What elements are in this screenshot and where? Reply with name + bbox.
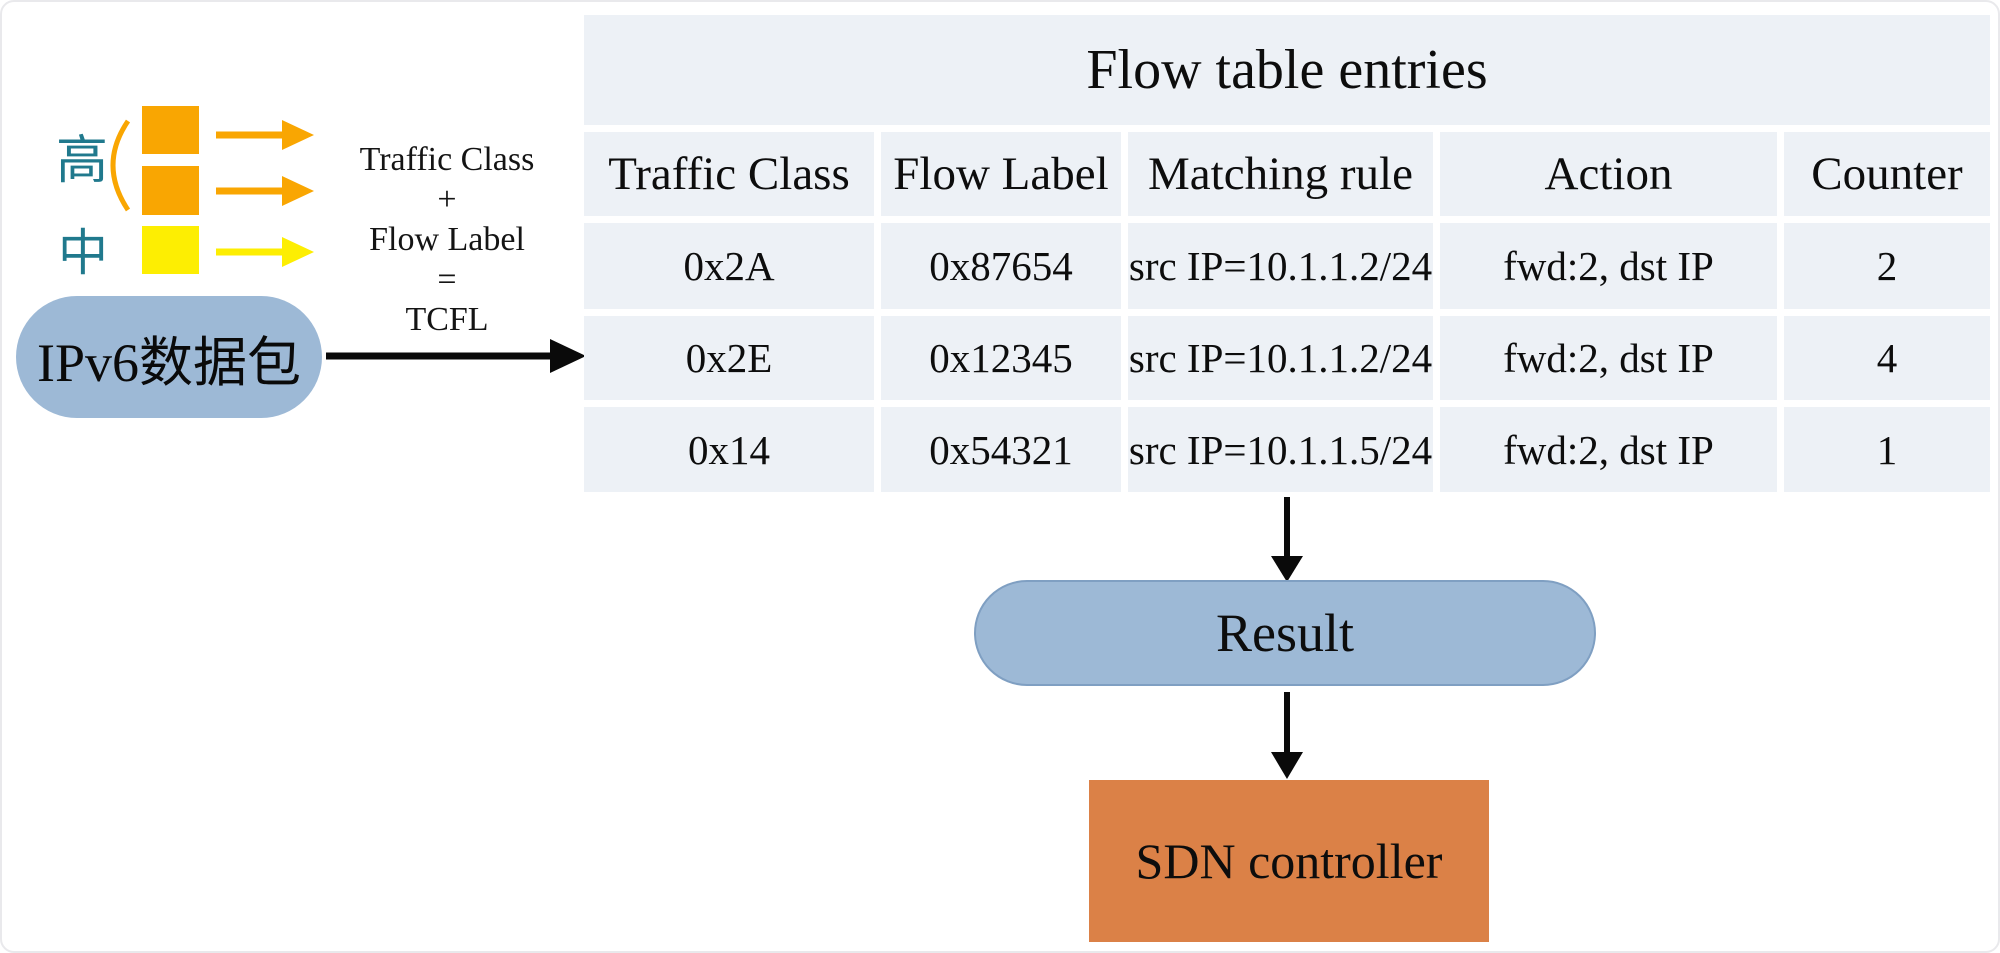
- cell-traffic-class: 0x2A: [584, 223, 874, 309]
- packet-square-orange-1: [142, 106, 199, 154]
- cell-matching-rule: src IP=10.1.1.2/24: [1128, 316, 1433, 400]
- result-node: Result: [974, 580, 1596, 686]
- medium-flow-arrow-icon: [216, 237, 314, 267]
- formula-line-equals: =: [437, 261, 457, 299]
- cell-matching-rule: src IP=10.1.1.5/24: [1128, 407, 1433, 492]
- ipv6-packet-node: IPv6数据包: [16, 296, 322, 418]
- sdn-controller-node: SDN controller: [1089, 780, 1489, 942]
- cell-traffic-class: 0x2E: [584, 316, 874, 400]
- formula-line-tcfl: TCFL: [405, 301, 489, 339]
- cell-traffic-class: 0x14: [584, 407, 874, 492]
- high-flow-arrow-2-icon: [216, 176, 314, 206]
- medium-priority-label: 中: [58, 225, 108, 281]
- column-header-traffic-class: Traffic Class: [584, 132, 874, 216]
- high-priority-label: 高: [56, 133, 109, 190]
- high-flow-arrow-1-icon: [216, 120, 314, 150]
- formula-line-plus: +: [437, 181, 457, 219]
- cell-matching-rule: src IP=10.1.1.2/24: [1128, 223, 1433, 309]
- column-header-counter: Counter: [1784, 132, 1990, 216]
- packet-square-orange-2: [142, 166, 199, 215]
- cell-counter: 1: [1784, 407, 1990, 492]
- cell-flow-label: 0x87654: [881, 223, 1121, 309]
- packet-to-table-arrow: [326, 339, 586, 373]
- table-to-result-arrow: [1271, 497, 1303, 582]
- tcfl-formula: Traffic Class + Flow Label = TCFL: [332, 140, 562, 341]
- cell-counter: 2: [1784, 223, 1990, 309]
- high-priority-bracket: [110, 119, 131, 212]
- cell-flow-label: 0x12345: [881, 316, 1121, 400]
- packet-square-yellow: [142, 226, 199, 274]
- formula-line-traffic-class: Traffic Class: [359, 141, 535, 178]
- flow-table: Flow table entries Traffic Class Flow La…: [584, 15, 1990, 492]
- result-label: Result: [1215, 603, 1354, 663]
- cell-action: fwd:2, dst IP: [1440, 316, 1777, 400]
- result-to-controller-arrow: [1271, 692, 1303, 779]
- cell-counter: 4: [1784, 316, 1990, 400]
- ipv6-packet-label: IPv6数据包: [36, 332, 301, 393]
- column-header-matching-rule: Matching rule: [1128, 132, 1433, 216]
- column-header-flow-label: Flow Label: [881, 132, 1121, 216]
- sdn-controller-label: SDN controller: [1135, 833, 1443, 889]
- cell-action: fwd:2, dst IP: [1440, 223, 1777, 309]
- cell-action: fwd:2, dst IP: [1440, 407, 1777, 492]
- cell-flow-label: 0x54321: [881, 407, 1121, 492]
- formula-line-flow-label: Flow Label: [369, 221, 525, 259]
- flow-table-title: Flow table entries: [584, 15, 1990, 125]
- column-header-action: Action: [1440, 132, 1777, 216]
